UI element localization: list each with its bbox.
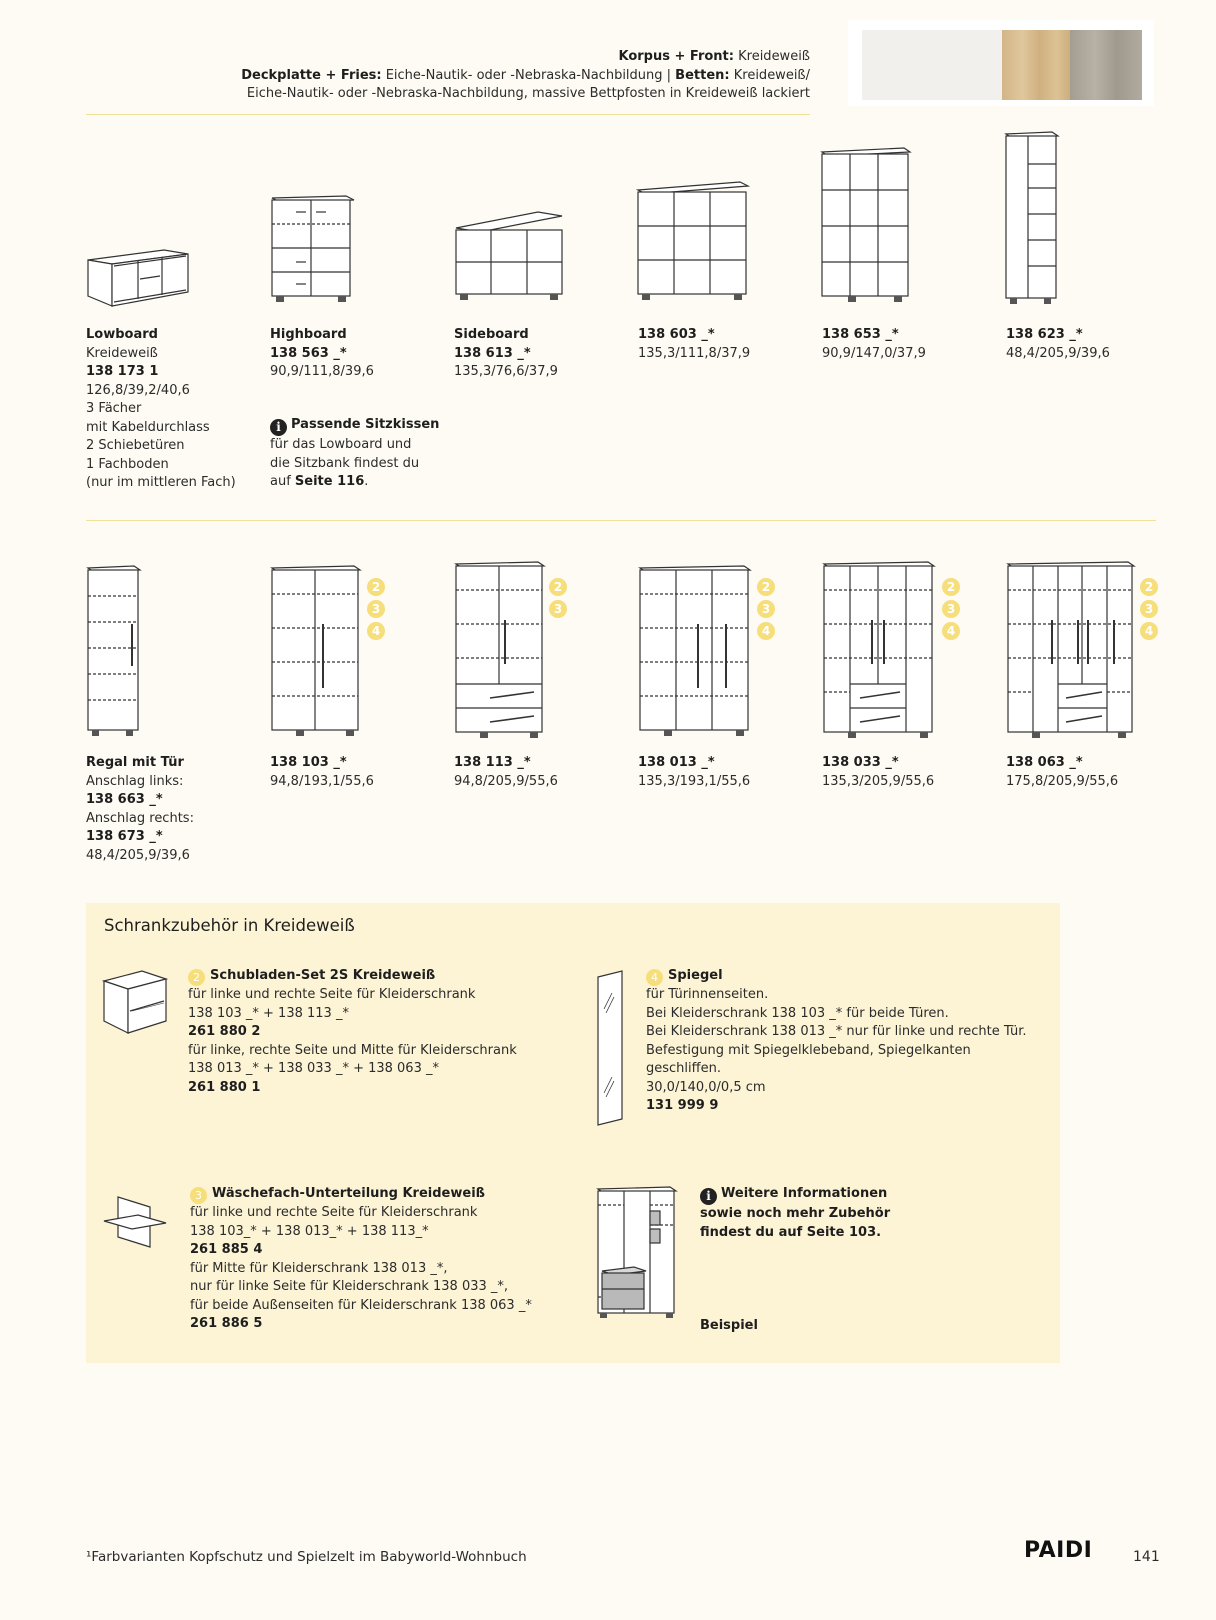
- product-sideboard: Sideboard 138 613 _* 135,3/76,6/37,9: [454, 327, 558, 379]
- product-138-113: 138 113 _* 94,8/205,9/55,6: [454, 755, 558, 789]
- swatch-eiche-nebraska: [1070, 30, 1142, 100]
- product-lowboard: Lowboard Kreideweiß 138 173 1 126,8/39,2…: [86, 327, 236, 490]
- footnote: ¹Farbvarianten Kopfschutz und Spielzelt …: [86, 1549, 527, 1565]
- regal-mit-tuer-illustration: [86, 565, 142, 736]
- sideboard-illustration: [455, 211, 563, 300]
- swatch-kreideweiss: [862, 30, 1002, 100]
- shelf-623-illustration: [1004, 131, 1060, 304]
- info-icon: i: [700, 1188, 717, 1205]
- product-138-103: 138 103 _* 94,8/193,1/55,6: [270, 755, 374, 789]
- accessory-badges: 2 3: [549, 578, 567, 622]
- accessory-badges: 2 3 4: [757, 578, 775, 644]
- accessory-badges: 2 3 4: [367, 578, 385, 644]
- product-138-013: 138 013 _* 135,3/193,1/55,6: [638, 755, 751, 789]
- header-line-1: Korpus + Front: Kreideweiß: [618, 49, 810, 64]
- swatch-eiche-nautik: [1002, 30, 1070, 100]
- product-138-603: 138 603 _* 135,3/111,8/37,9: [638, 327, 751, 361]
- highboard-illustration: [271, 195, 355, 302]
- page-reference-link: Seite 116: [294, 474, 365, 489]
- page-header: Korpus + Front: Kreideweiß Deckplatte + …: [170, 48, 810, 104]
- shelf-603-illustration: [636, 181, 750, 300]
- product-138-033: 138 033 _* 135,3/205,9/55,6: [822, 755, 935, 789]
- accessories-title: Schrankzubehör in Kreideweiß: [104, 916, 355, 935]
- brand-logo: PAIDI: [1024, 1538, 1093, 1563]
- product-138-623: 138 623 _* 48,4/205,9/39,6: [1006, 327, 1110, 361]
- product-138-063: 138 063 _* 175,8/205,9/55,6: [1006, 755, 1119, 789]
- product-regal-mit-tuer: Regal mit Tür Anschlag links: 138 663 _*…: [86, 755, 194, 863]
- wardrobe-033-illustration: [822, 561, 936, 738]
- product-138-653: 138 653 _* 90,9/147,0/37,9: [822, 327, 926, 361]
- wardrobe-013-illustration: [638, 565, 752, 736]
- header-line-2: Deckplatte + Fries: Eiche-Nautik- oder -…: [241, 67, 810, 83]
- drawer-set-illustration: [102, 970, 168, 1034]
- laundry-divider-illustration: [103, 1196, 167, 1248]
- shelf-653-illustration: [820, 147, 912, 302]
- wardrobe-063-illustration: [1006, 561, 1136, 738]
- page-number: 141: [1133, 1549, 1160, 1565]
- divider: [86, 114, 810, 115]
- accessory-badges: 2 3 4: [942, 578, 960, 644]
- wardrobe-103-illustration: [270, 565, 362, 736]
- wardrobe-example-illustration: [596, 1186, 678, 1318]
- header-line-3: Eiche-Nautik- oder -Nebraska-Nachbildung…: [246, 86, 810, 101]
- accessory-badges: 2 3 4: [1140, 578, 1158, 644]
- mirror-illustration: [597, 970, 623, 1126]
- lowboard-illustration: [87, 249, 189, 307]
- product-highboard: Highboard 138 563 _* 90,9/111,8/39,6: [270, 327, 374, 379]
- wardrobe-113-illustration: [454, 561, 546, 738]
- color-swatches: [848, 20, 1154, 106]
- info-icon: i: [270, 419, 287, 436]
- divider: [86, 520, 1156, 521]
- example-caption: Beispiel: [700, 1318, 758, 1333]
